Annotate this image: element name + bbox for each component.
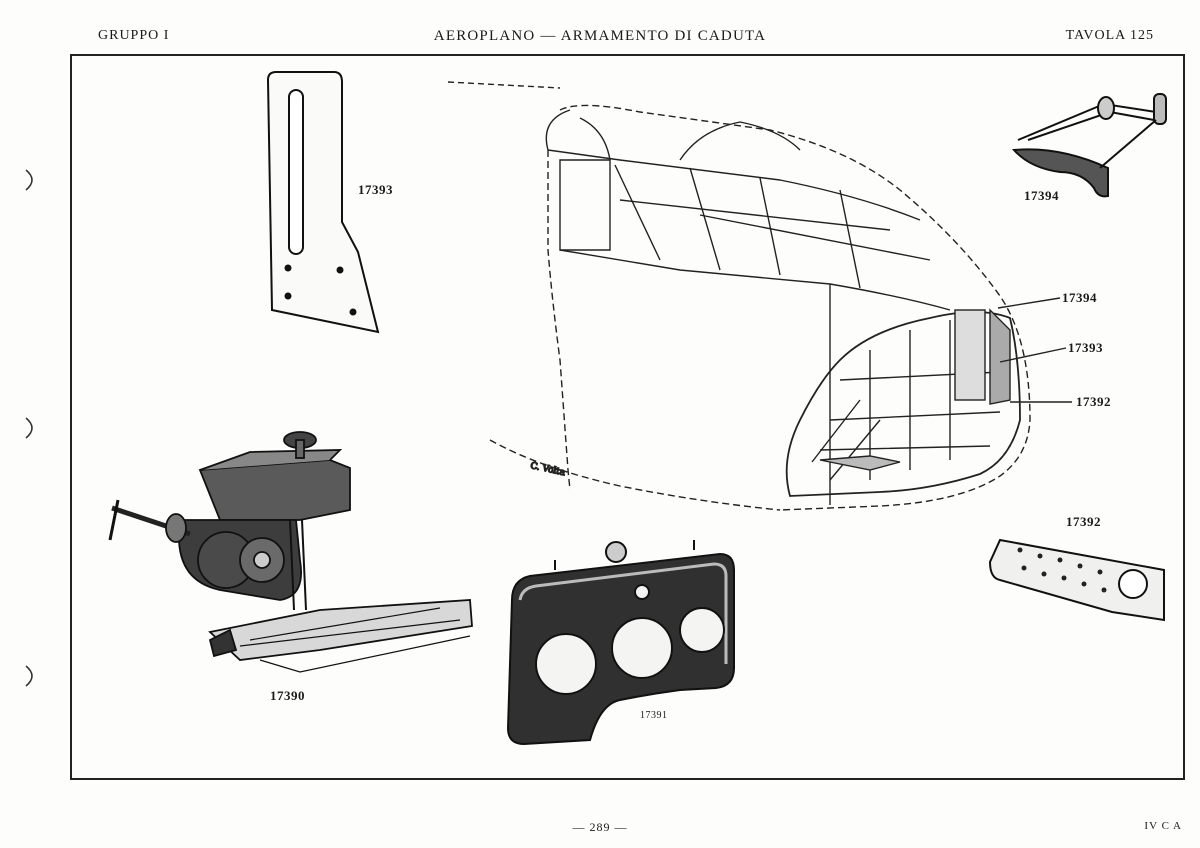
part-number-17391: 17391 <box>640 710 668 721</box>
callout-17392: 17392 <box>1076 394 1111 409</box>
support-bracket-17394-illustration <box>1011 93 1167 198</box>
svg-text:C. Volta: C. Volta <box>529 461 566 478</box>
plate-number: TAVOLA 125 <box>1065 28 1154 43</box>
binder-mark-icon <box>25 417 33 439</box>
binder-mark-icon <box>25 665 33 687</box>
part-number-17392: 17392 <box>1066 514 1101 529</box>
aircraft-nose-illustration: C. Volta <box>447 81 1072 511</box>
instrument-panel-17391-illustration <box>506 540 735 746</box>
bracket-plate-17393-illustration <box>266 71 380 334</box>
release-mechanism-17390-illustration <box>108 431 473 673</box>
callout-17394: 17394 <box>1062 290 1097 305</box>
group-label: GRUPPO I <box>98 28 170 43</box>
callout-17393: 17393 <box>1068 340 1103 355</box>
plate-frame <box>70 54 1185 780</box>
part-number-17390: 17390 <box>270 688 305 703</box>
strip-plate-17392-illustration <box>988 538 1165 622</box>
page-number: — 289 — <box>572 820 628 834</box>
binder-mark-icon <box>25 169 33 191</box>
document-code: IV C A <box>1144 820 1182 832</box>
page-title: AEROPLANO — ARMAMENTO DI CADUTA <box>433 28 767 44</box>
part-number-17394: 17394 <box>1024 188 1059 203</box>
part-number-17393: 17393 <box>358 182 393 197</box>
